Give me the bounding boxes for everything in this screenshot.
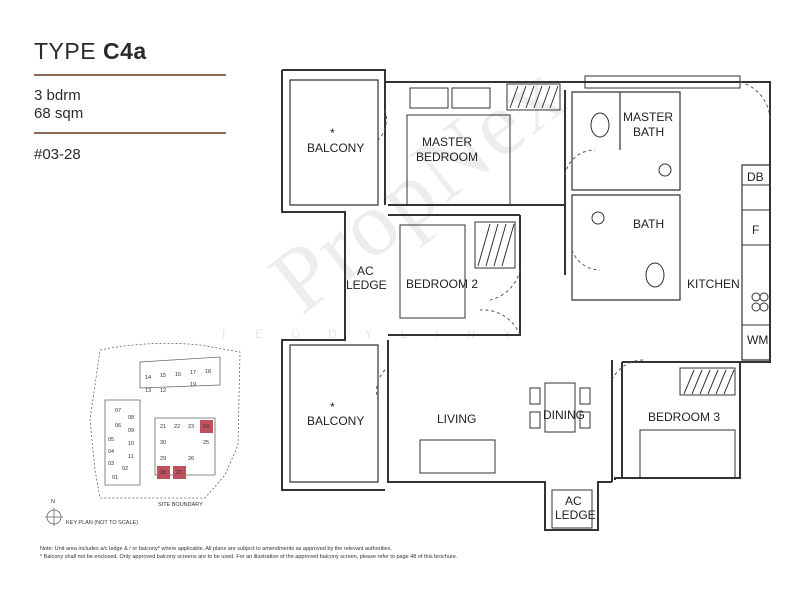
unit-08: 08 bbox=[128, 415, 135, 421]
bedroom-3-label: BEDROOM 3 bbox=[648, 410, 721, 424]
ac-ledge-label: AC bbox=[357, 264, 374, 278]
master-bedroom-label: MASTER bbox=[422, 135, 473, 149]
unit-17: 17 bbox=[190, 370, 197, 376]
dining-label: DINING bbox=[543, 408, 585, 422]
unit-07: 07 bbox=[115, 408, 122, 414]
unit-type-title: TYPE C4a bbox=[34, 38, 147, 65]
unit-05: 05 bbox=[108, 437, 115, 443]
ac-ledge-label: AC bbox=[565, 494, 582, 508]
unit-02: 02 bbox=[122, 466, 129, 472]
divider bbox=[34, 74, 226, 76]
balcony-marker: * bbox=[330, 126, 335, 140]
north-label: N bbox=[51, 499, 55, 505]
note-line-1: Note: Unit area includes a/c ledge & / o… bbox=[40, 546, 392, 552]
key-plan-caption: KEY PLAN (NOT TO SCALE) bbox=[66, 520, 139, 526]
kitchen-label: KITCHEN bbox=[687, 277, 740, 291]
unit-area: 68 sqm bbox=[34, 105, 84, 122]
unit-22: 22 bbox=[174, 424, 181, 430]
unit-15: 15 bbox=[160, 373, 167, 379]
unit-19: 19 bbox=[190, 382, 197, 388]
unit-29: 29 bbox=[160, 456, 167, 462]
site-boundary-label: SITE BOUNDARY bbox=[158, 502, 203, 508]
unit-11: 11 bbox=[128, 454, 134, 460]
unit-16: 16 bbox=[175, 372, 182, 378]
bedroom-2-label: BEDROOM 2 bbox=[406, 277, 479, 291]
ac-ledge-label: LEDGE bbox=[346, 278, 387, 292]
unit-03: 03 bbox=[108, 461, 115, 467]
master-bath-label: BATH bbox=[633, 125, 665, 139]
watermark-text: TEDDYLINY bbox=[220, 327, 540, 341]
type-code: C4a bbox=[102, 38, 147, 64]
living-label: LIVING bbox=[437, 412, 477, 426]
type-prefix: TYPE bbox=[34, 38, 97, 64]
fridge-label: F bbox=[752, 223, 760, 237]
unit-30: 30 bbox=[160, 440, 167, 446]
unit-06: 06 bbox=[115, 423, 122, 429]
balcony-label: BALCONY bbox=[307, 141, 365, 155]
unit-26: 26 bbox=[188, 456, 195, 462]
unit-25: 25 bbox=[203, 440, 210, 446]
unit-21: 21 bbox=[160, 424, 167, 430]
unit-13: 13 bbox=[145, 388, 152, 394]
unit-14: 14 bbox=[145, 375, 152, 381]
master-bath-label: MASTER bbox=[623, 110, 674, 124]
unit-23: 23 bbox=[188, 424, 195, 430]
balcony-label: BALCONY bbox=[307, 414, 365, 428]
unit-10: 10 bbox=[128, 441, 135, 447]
unit-24: 24 bbox=[203, 424, 210, 430]
unit-01: 01 bbox=[112, 475, 119, 481]
unit-04: 04 bbox=[108, 449, 115, 455]
db-label: DB bbox=[747, 170, 764, 184]
bath-label: BATH bbox=[633, 217, 665, 231]
bedroom-count: 3 bdrm bbox=[34, 87, 81, 104]
wm-label: WM bbox=[747, 333, 769, 347]
divider bbox=[34, 132, 226, 134]
unit-09: 09 bbox=[128, 428, 135, 434]
unit-27: 27 bbox=[176, 470, 183, 476]
unit-18: 18 bbox=[205, 369, 212, 375]
balcony-marker: * bbox=[330, 400, 335, 414]
master-bedroom-label: BEDROOM bbox=[416, 150, 479, 164]
note-line-2: * Balcony shall not be enclosed. Only ap… bbox=[40, 554, 458, 560]
unit-number: #03-28 bbox=[34, 146, 81, 163]
ac-ledge-label: LEDGE bbox=[555, 508, 596, 522]
unit-12: 12 bbox=[160, 388, 167, 394]
unit-28: 28 bbox=[160, 470, 167, 476]
